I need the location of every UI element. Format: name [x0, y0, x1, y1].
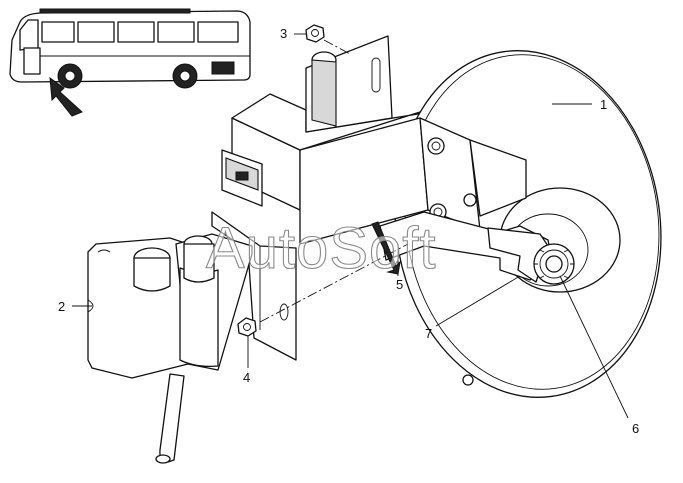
callout-5-arrow — [371, 221, 401, 275]
marker-lamp — [87, 233, 253, 379]
bus-windows — [19, 19, 239, 51]
bracket-stud — [462, 193, 477, 386]
mirror-arm — [379, 211, 553, 283]
bus-roof-rail — [39, 8, 191, 14]
lower-plate — [211, 211, 297, 361]
bracket-bolt-upper — [427, 137, 445, 155]
callout-5: 5 — [396, 277, 403, 292]
bracket-adjust-slot — [371, 57, 381, 93]
callout-1: 1 — [600, 97, 607, 112]
callout-2: 2 — [58, 299, 65, 314]
bus-thumbnail — [9, 8, 251, 117]
bus-door — [23, 47, 41, 75]
nut-upper — [305, 24, 325, 43]
mirror-mounting-nut — [533, 243, 575, 285]
callout-3: 3 — [280, 26, 287, 41]
bus-engine-grille — [211, 61, 235, 75]
assembly-centerline-lower — [259, 243, 409, 323]
nut-lower — [237, 317, 257, 337]
location-arrow — [49, 76, 83, 117]
bus-wheel-rear — [172, 63, 198, 89]
callout-4: 4 — [243, 370, 250, 385]
watermark: AutoSoft — [206, 216, 436, 281]
lamp-cable — [155, 373, 185, 464]
assembly-centerline-upper — [323, 39, 351, 55]
bus-wheel-front — [57, 63, 83, 89]
upper-bracket — [231, 35, 527, 245]
bracket-clip — [221, 149, 263, 207]
callout-6: 6 — [632, 421, 639, 436]
callout-7: 7 — [425, 326, 432, 341]
callout-leaders — [72, 33, 629, 419]
